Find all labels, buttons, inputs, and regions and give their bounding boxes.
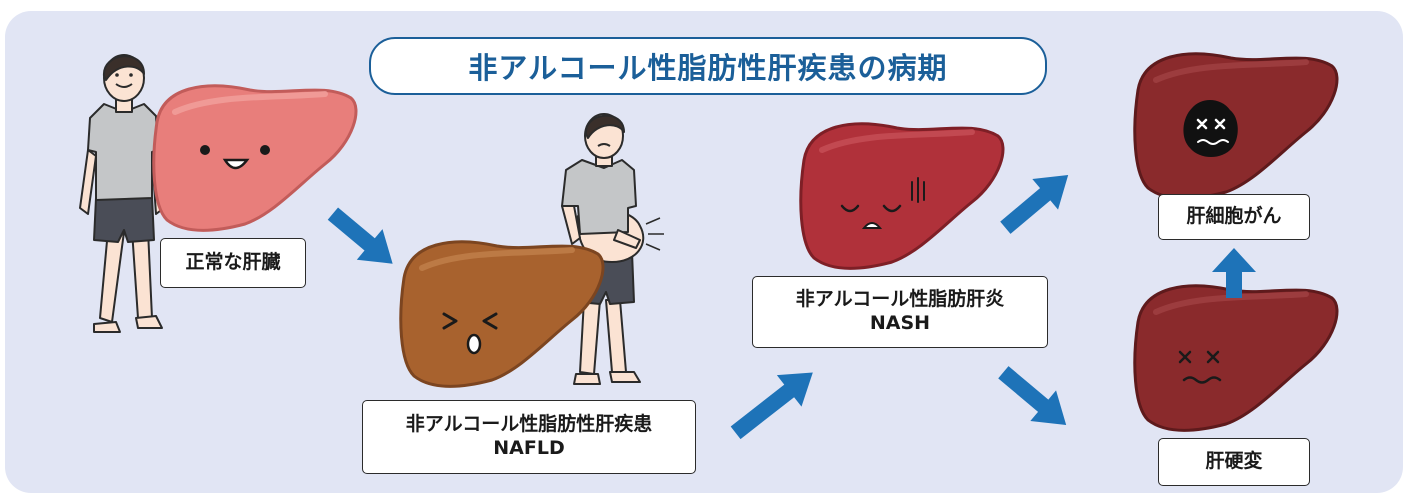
arrow-nafld-to-nash bbox=[730, 372, 813, 440]
arrow-cirrhosis-to-hcc bbox=[1212, 248, 1256, 298]
nafld-abbr-text: NAFLD bbox=[493, 437, 565, 459]
normal-liver-illustration bbox=[152, 84, 358, 232]
fatty-liver-illustration bbox=[399, 240, 605, 388]
arrow-normal-to-nafld bbox=[327, 207, 393, 264]
nash-label-text: 非アルコール性脂肪肝炎 bbox=[795, 288, 1005, 311]
normal-liver-label-text: 正常な肝臓 bbox=[185, 251, 281, 274]
cirrhosis-liver-illustration bbox=[1133, 284, 1339, 432]
cirrhosis-label-text: 肝硬変 bbox=[1205, 450, 1263, 473]
hcc-label: 肝細胞がん bbox=[1158, 194, 1310, 240]
cirrhosis-label: 肝硬変 bbox=[1158, 438, 1310, 486]
nafld-label-text: 非アルコール性脂肪性肝疾患 bbox=[405, 413, 653, 436]
nash-liver-illustration bbox=[799, 122, 1005, 270]
normal-liver-label: 正常な肝臓 bbox=[160, 238, 306, 288]
nash-label: 非アルコール性脂肪肝炎 NASH bbox=[752, 276, 1048, 348]
nafld-label: 非アルコール性脂肪性肝疾患 NAFLD bbox=[362, 400, 696, 474]
arrow-nash-to-cirrhosis bbox=[998, 366, 1067, 425]
page-title: 非アルコール性脂肪性肝疾患の病期 bbox=[369, 37, 1047, 95]
nash-abbr-text: NASH bbox=[869, 312, 931, 334]
arrow-nash-to-hcc bbox=[1000, 175, 1069, 234]
hcc-liver-illustration bbox=[1133, 52, 1339, 200]
hcc-label-text: 肝細胞がん bbox=[1186, 205, 1282, 228]
normal-man-illustration bbox=[79, 54, 165, 333]
